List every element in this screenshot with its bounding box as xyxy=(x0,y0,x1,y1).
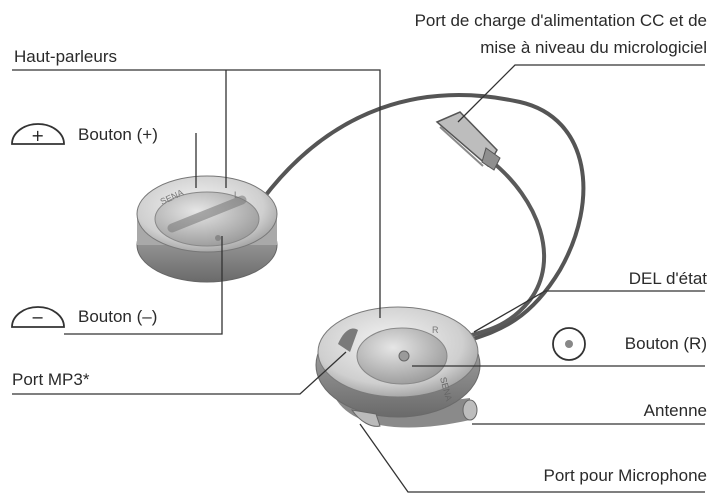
label-antenna: Antenne xyxy=(643,401,707,420)
label-charge-port-line1: Port de charge d'alimentation CC et de xyxy=(414,11,707,30)
svg-text:−: − xyxy=(31,308,44,327)
r-button-icon xyxy=(552,327,586,361)
label-status-led: DEL d'état xyxy=(628,269,707,288)
main-side-letter: R xyxy=(432,325,439,335)
cable-usb xyxy=(466,158,546,338)
minus-button-icon: − xyxy=(11,306,65,328)
leader-speakers xyxy=(12,69,381,318)
svg-text:+: + xyxy=(31,126,44,145)
label-mp3-port: Port MP3* xyxy=(12,370,90,389)
leader-lines xyxy=(12,64,705,493)
cable-speaker xyxy=(260,93,586,342)
leader-mp3 xyxy=(12,351,347,395)
label-charge-port-line2: mise à niveau du micrologiciel xyxy=(480,38,707,57)
label-microphone-port: Port pour Microphone xyxy=(543,466,707,485)
leader-led xyxy=(473,290,705,333)
label-button-plus: Bouton (+) xyxy=(78,125,158,144)
usb-connector-icon xyxy=(435,111,501,171)
plus-button-icon: + xyxy=(11,123,65,145)
label-button-r: Bouton (R) xyxy=(624,334,707,353)
speaker-unit: SENA L xyxy=(136,175,278,283)
leader-mic xyxy=(359,423,705,493)
label-button-minus: Bouton (–) xyxy=(78,307,158,326)
main-unit: SENA R xyxy=(315,306,481,428)
label-speakers: Haut-parleurs xyxy=(14,47,117,66)
speaker-side-letter: L xyxy=(234,190,239,200)
leader-charge xyxy=(457,64,705,123)
leader-minus xyxy=(64,236,223,335)
